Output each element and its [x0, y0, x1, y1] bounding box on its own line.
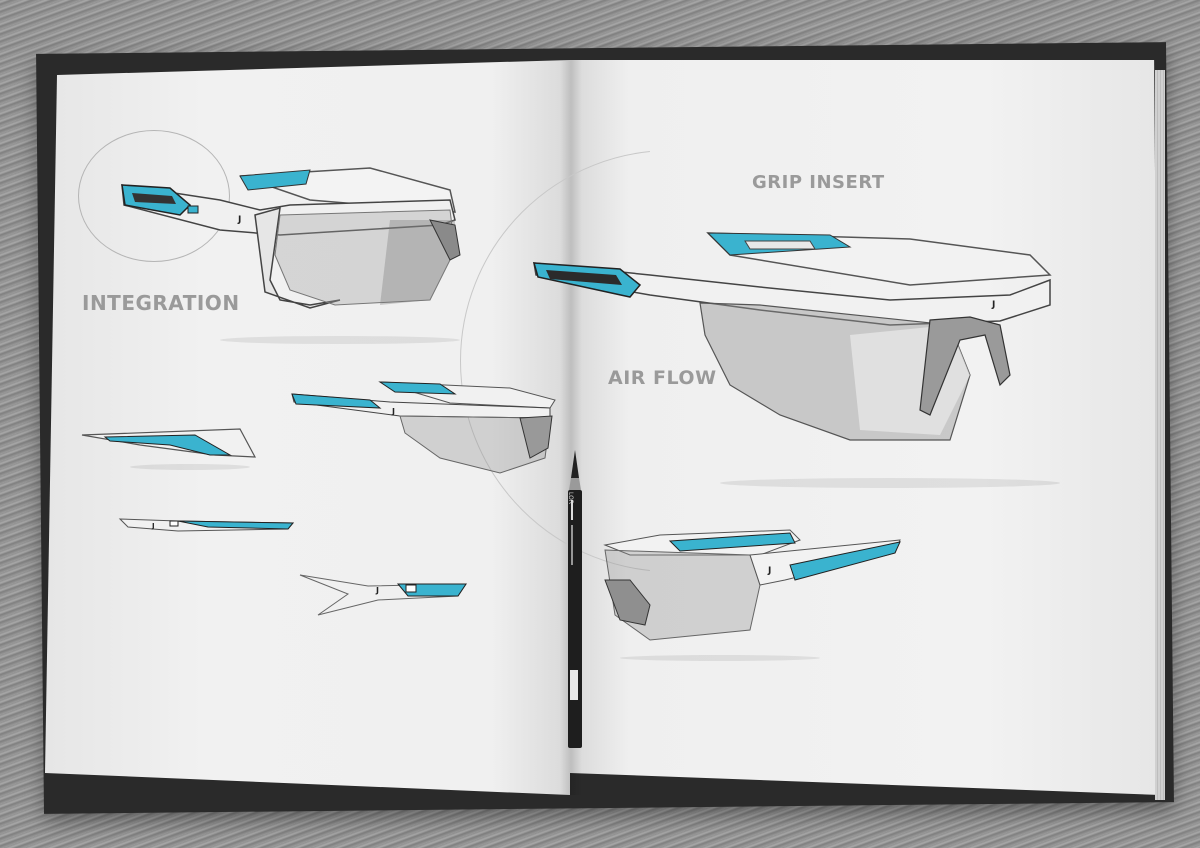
- svg-text:J: J: [391, 407, 395, 416]
- svg-text:J: J: [375, 586, 379, 595]
- main-glasses-sketch: J: [532, 232, 1060, 488]
- svg-text:J: J: [767, 566, 771, 576]
- grip-insert-label: GRIP INSERT: [752, 172, 885, 193]
- front-three-quarter-sketch: J: [291, 381, 556, 474]
- air-flow-label: AIR FLOW: [608, 367, 717, 389]
- construction-circle: [78, 130, 230, 262]
- pencil[interactable]: [563, 450, 587, 750]
- integration-label: INTEGRATION: [82, 291, 240, 315]
- svg-text:J: J: [237, 215, 241, 225]
- pencil-brand-text: LOR: [567, 492, 574, 505]
- temple-arm-sketch-3: J: [299, 574, 467, 616]
- rear-three-quarter-sketch: J: [603, 529, 901, 661]
- svg-text:J: J: [991, 300, 995, 310]
- temple-arm-sketch-1: [81, 428, 257, 470]
- temple-arm-sketch-2: J: [118, 518, 295, 532]
- page-edges: [1155, 70, 1165, 800]
- integration-glasses-sketch: J: [121, 167, 461, 344]
- svg-text:J: J: [151, 522, 155, 530]
